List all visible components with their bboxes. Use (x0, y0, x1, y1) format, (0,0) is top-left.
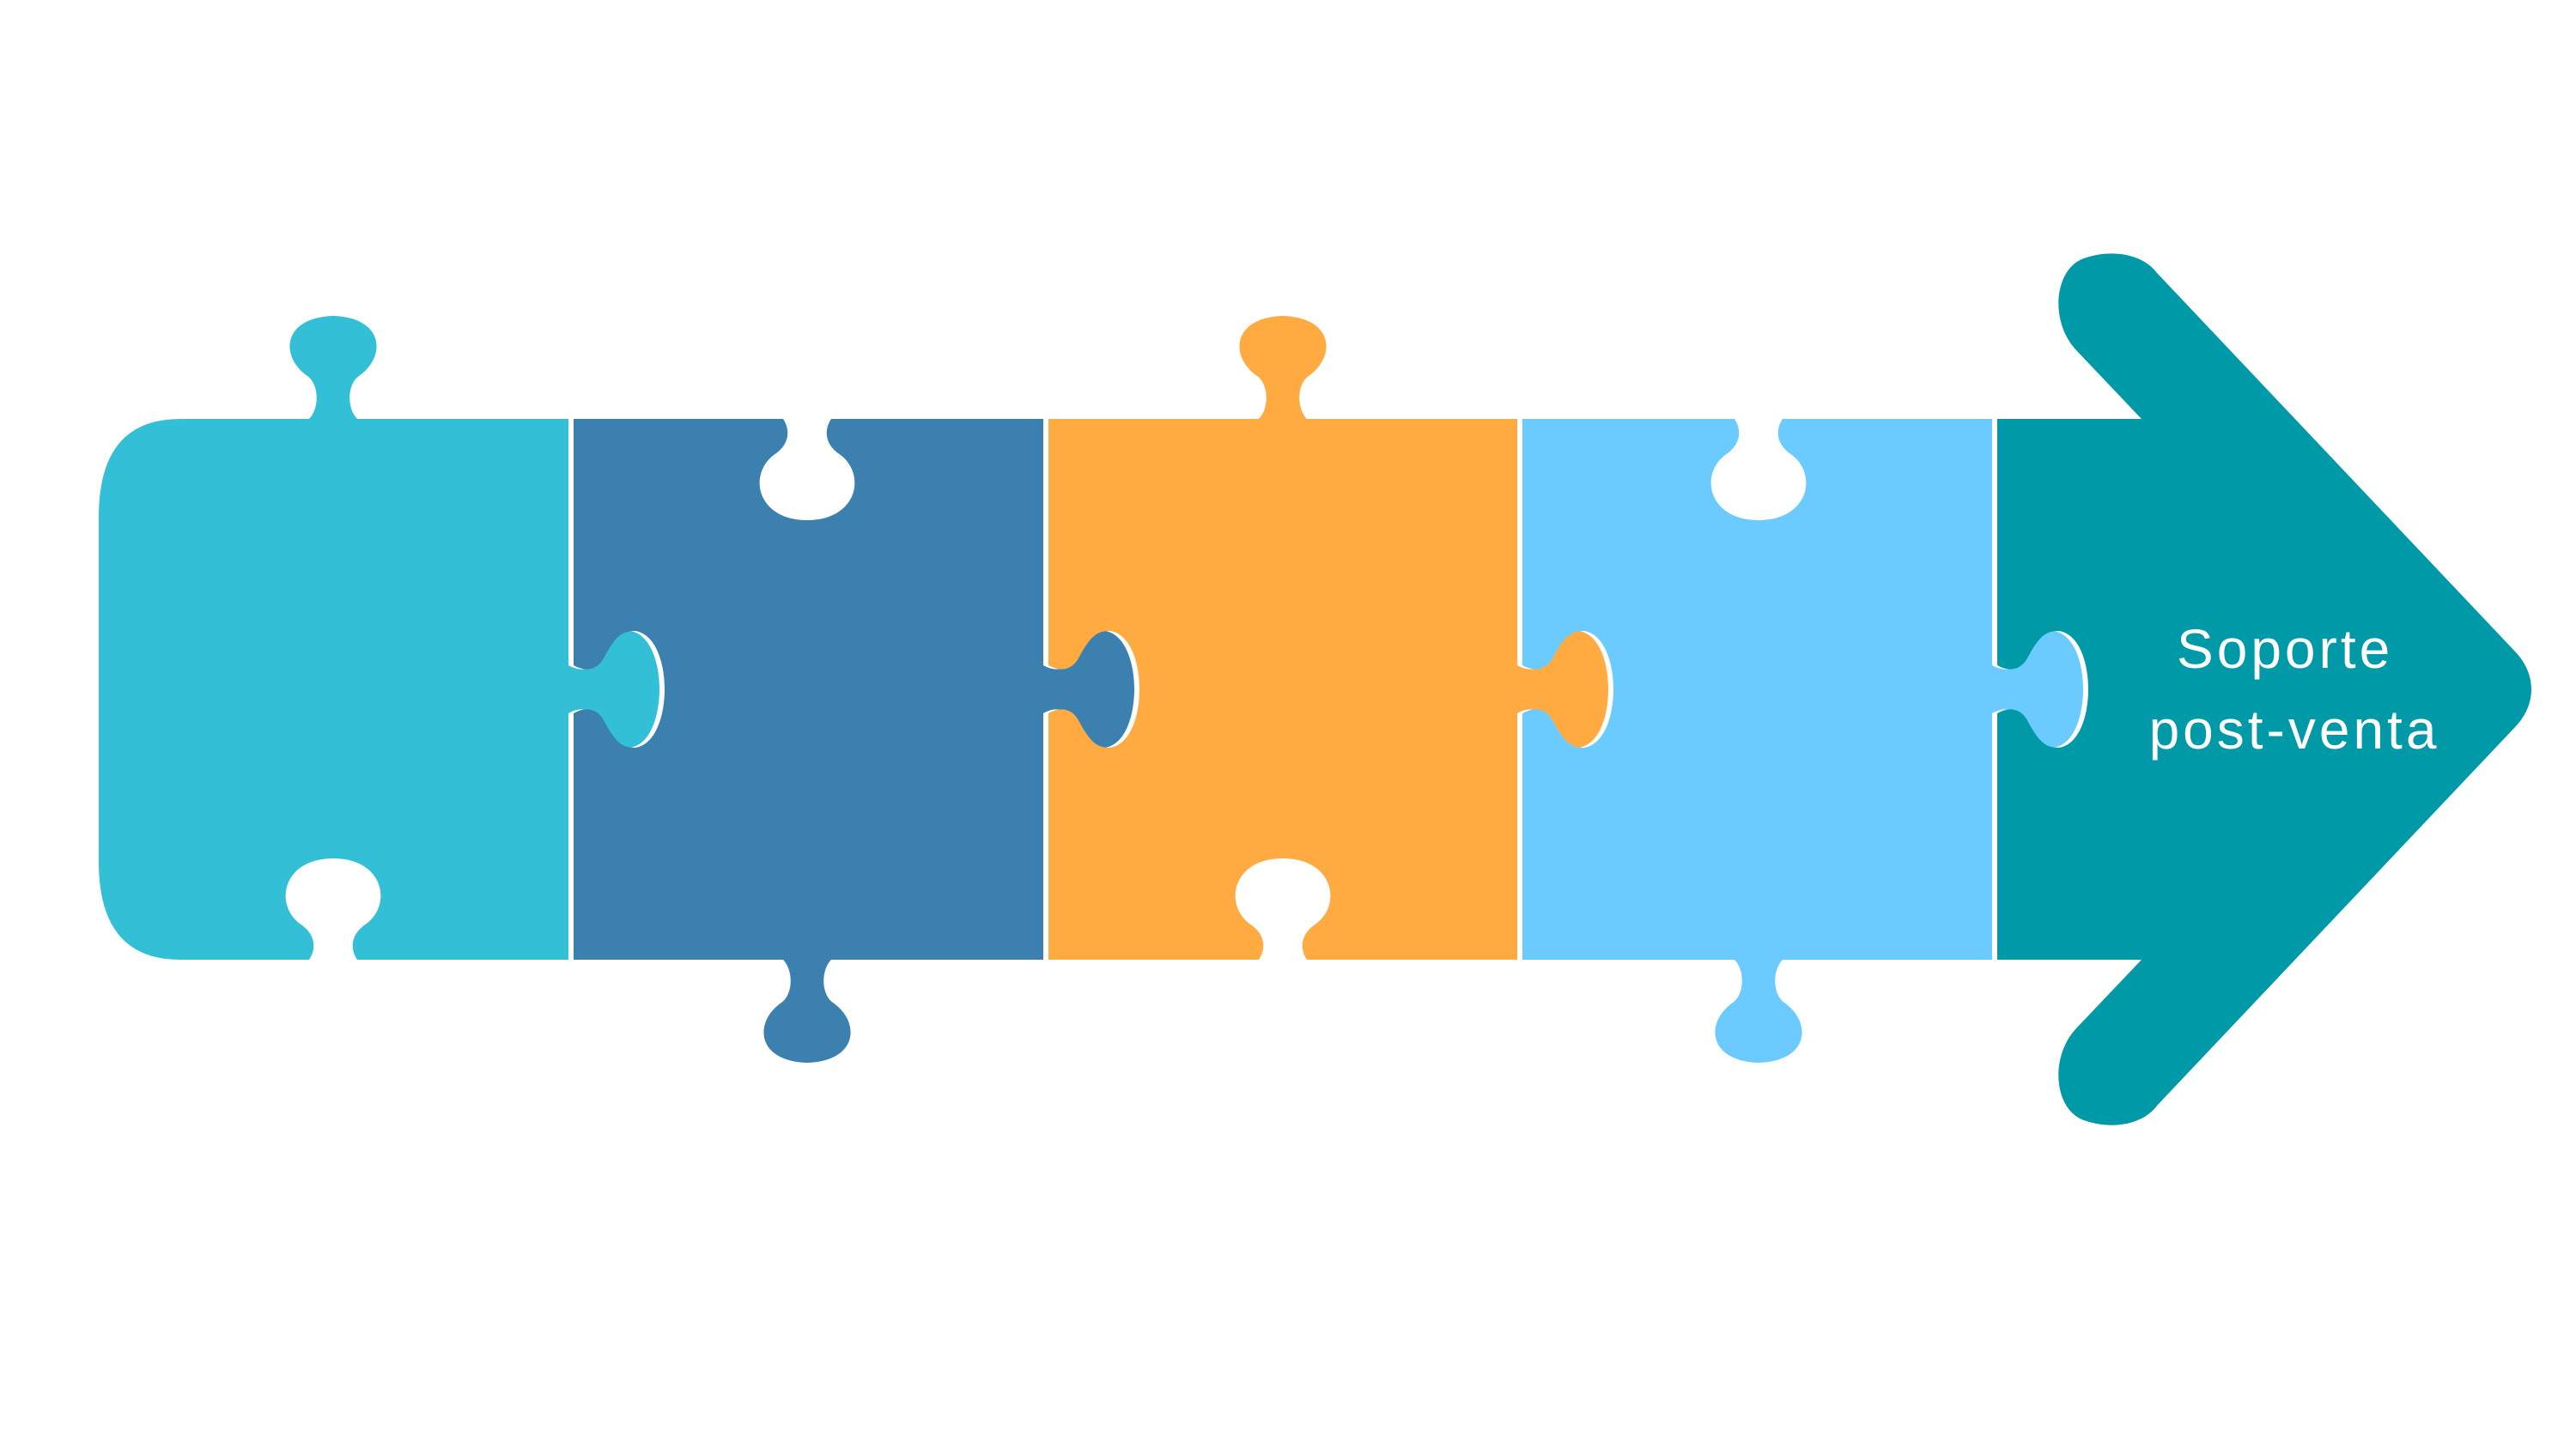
puzzle-piece-2-body (574, 419, 1134, 1063)
arrow-head-label-line-1: Soporte (2177, 618, 2393, 680)
puzzle-piece-2 (574, 419, 1134, 1063)
puzzle-piece-4-body (1522, 419, 2083, 1063)
puzzle-piece-5-arrow-head: Soporte post-venta (1997, 253, 2531, 1125)
puzzle-piece-1 (99, 316, 659, 960)
arrow-head-label-line-2: post-venta (2149, 699, 2440, 761)
arrow-head-label: Soporte post-venta (2149, 618, 2440, 761)
puzzle-piece-3 (1048, 316, 1608, 960)
arrow-head-body (1997, 253, 2531, 1125)
puzzle-piece-1-body (99, 316, 659, 960)
puzzle-piece-4 (1522, 419, 2083, 1063)
puzzle-piece-3-body (1048, 316, 1608, 960)
